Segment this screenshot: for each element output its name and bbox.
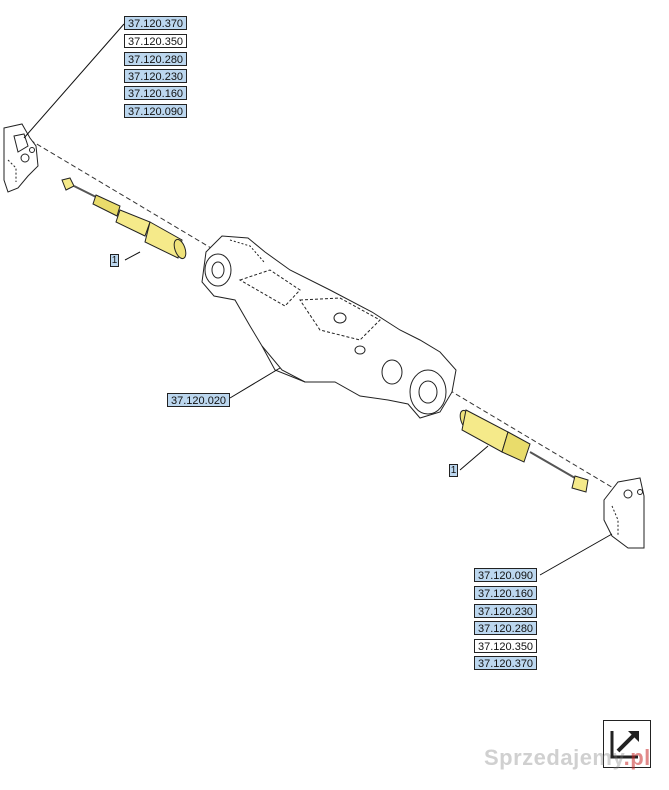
ref-bottom-1[interactable]: 37.120.090 bbox=[474, 568, 538, 582]
watermark: Sprzedajemy.pl bbox=[484, 745, 651, 771]
ref-top-4[interactable]: 37.120.230 bbox=[124, 69, 188, 83]
ref-top-1[interactable]: 37.120.370 bbox=[124, 16, 188, 30]
ref-bottom-2[interactable]: 37.120.160 bbox=[474, 586, 538, 600]
axle-housing bbox=[201, 235, 457, 419]
left-steering-cylinder bbox=[61, 177, 187, 260]
callout-left[interactable]: 1 bbox=[110, 254, 119, 267]
watermark-suffix: .pl bbox=[623, 745, 651, 770]
arrow-out-icon-graphic bbox=[610, 731, 639, 759]
ref-top-6[interactable]: 37.120.090 bbox=[124, 104, 188, 118]
callout-right[interactable]: 1 bbox=[449, 464, 458, 477]
ref-top-2[interactable]: 37.120.350 bbox=[124, 34, 188, 48]
right-mounting-bracket bbox=[603, 477, 645, 549]
ref-top-3[interactable]: 37.120.280 bbox=[124, 52, 188, 66]
ref-top-5[interactable]: 37.120.160 bbox=[124, 86, 188, 100]
ref-bottom-6[interactable]: 37.120.370 bbox=[474, 656, 538, 670]
ref-bottom-4[interactable]: 37.120.280 bbox=[474, 621, 538, 635]
left-mounting-bracket bbox=[3, 123, 39, 193]
ref-bottom-3[interactable]: 37.120.230 bbox=[474, 604, 538, 618]
right-steering-cylinder bbox=[459, 409, 589, 493]
ref-bottom-5[interactable]: 37.120.350 bbox=[474, 639, 538, 653]
watermark-text: Sprzedajemy bbox=[484, 745, 624, 770]
arrow-out-icon[interactable] bbox=[603, 720, 651, 768]
ref-axle[interactable]: 37.120.020 bbox=[167, 393, 231, 407]
leader-lines bbox=[23, 23, 613, 576]
